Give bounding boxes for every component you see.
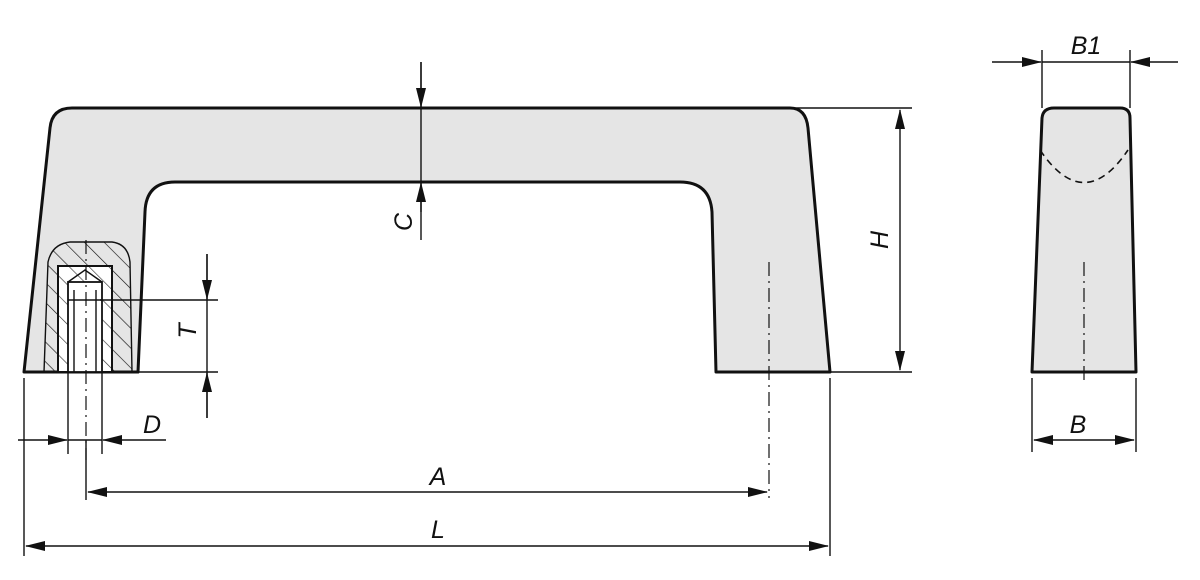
dimension-L: L	[25, 516, 829, 551]
label-T: T	[174, 322, 202, 339]
handle-body-outline	[22, 106, 832, 374]
label-H: H	[866, 230, 894, 249]
dimension-D: D	[18, 411, 166, 445]
dimension-A: A	[87, 463, 768, 497]
label-B1: B1	[1071, 32, 1102, 60]
handle-front-view	[22, 106, 832, 498]
label-A: A	[428, 463, 447, 491]
label-L: L	[431, 516, 445, 544]
label-C: C	[390, 212, 418, 231]
dimension-C: C	[390, 62, 426, 240]
threaded-insert-section	[43, 241, 133, 373]
handle-side-view	[1030, 106, 1138, 380]
dimension-B1: B1	[992, 32, 1178, 67]
side-view-hidden-edge	[1039, 149, 1129, 184]
label-B: B	[1070, 411, 1087, 439]
dimension-T: T	[174, 254, 212, 418]
side-view-outline	[1030, 106, 1138, 374]
dimension-B: B	[1033, 411, 1135, 445]
label-D: D	[143, 411, 161, 439]
dimension-H: H	[866, 109, 905, 371]
